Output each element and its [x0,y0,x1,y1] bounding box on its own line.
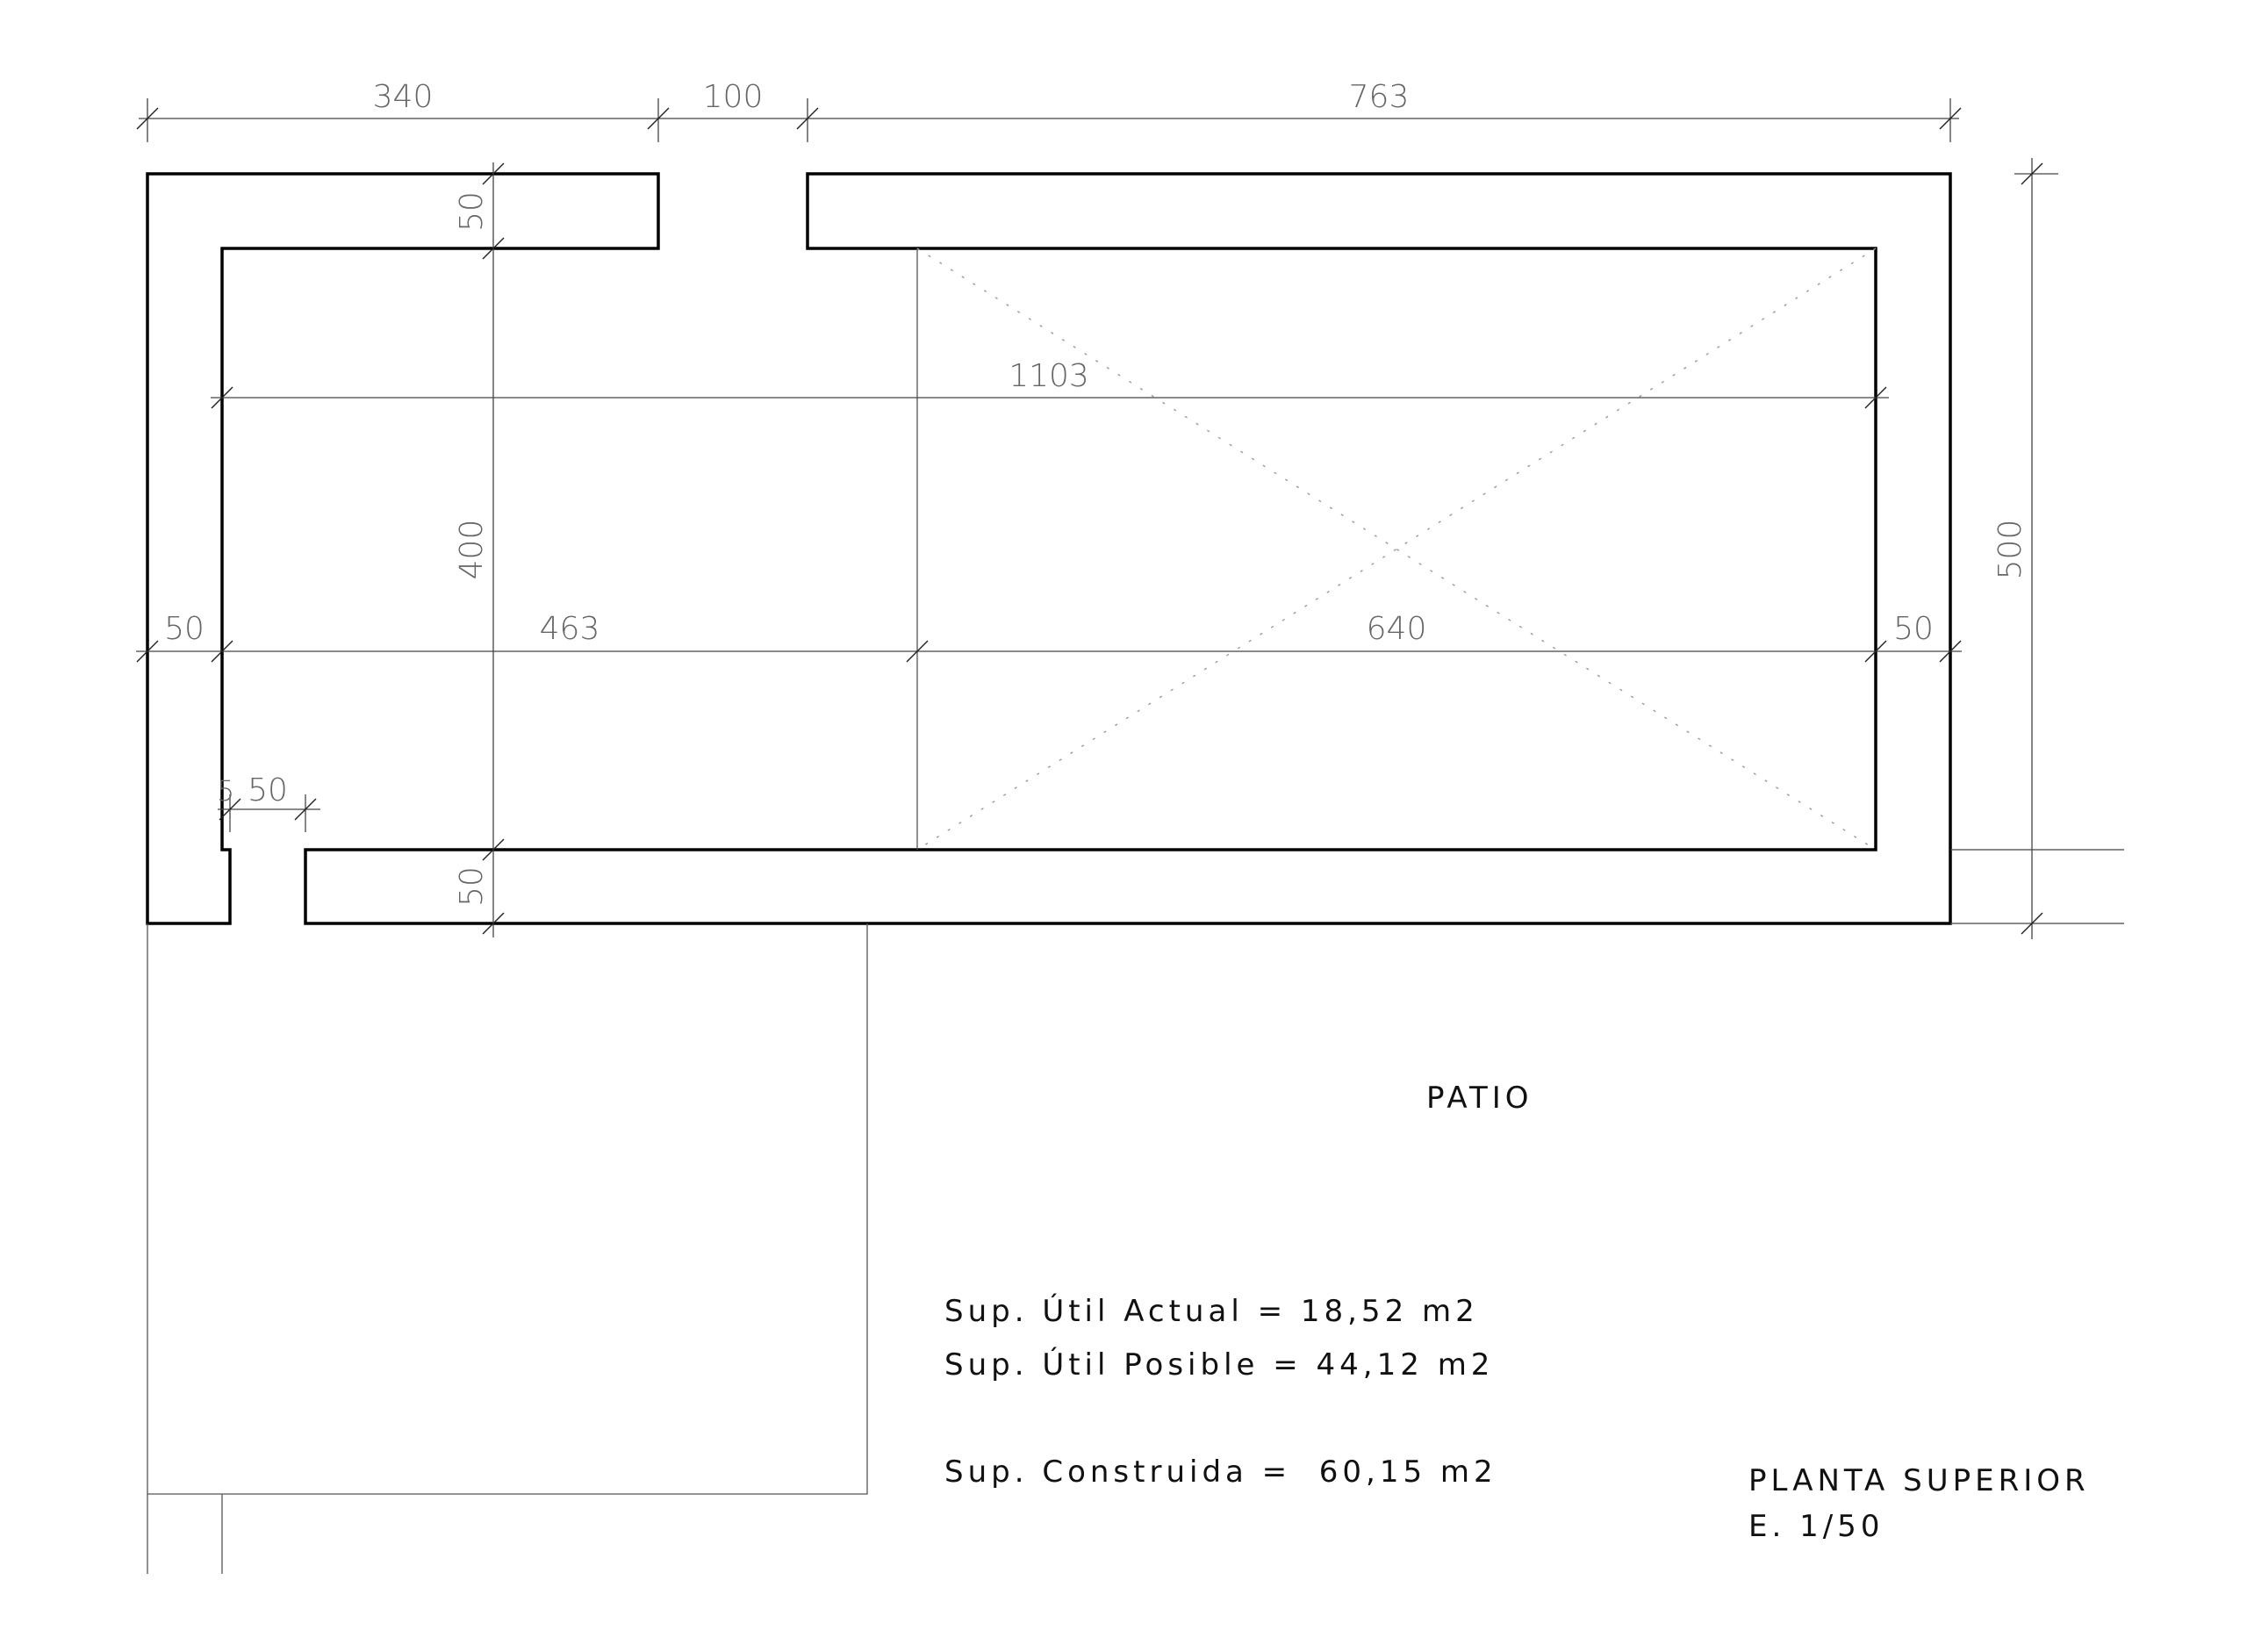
dim-top-door: 100 [703,79,764,115]
dim-interior-height: 400 [454,520,490,580]
patio-outline [147,923,868,1574]
dim-wall-left: 50 [164,611,205,647]
patio-label: PATIO [1426,1081,1533,1116]
wall-right-bottom [304,172,1952,925]
dim-wall-top: 50 [454,191,490,232]
annotations: PATIO Sup. Útil Actual = 18,52 m2 Sup. Ú… [944,1081,2090,1544]
dim-top-left: 340 [373,79,434,115]
walls [146,172,1952,925]
sup-util-actual: Sup. Útil Actual = 18,52 m2 [944,1293,1479,1329]
dim-top-right: 763 [1349,79,1410,115]
dim-zone-left: 463 [540,611,600,647]
wall-top-left [146,172,660,925]
dim-wall-bottom: 50 [454,866,490,907]
dim-interior-length: 1103 [1009,358,1089,394]
sup-util-posible: Sup. Útil Posible = 44,12 m2 [944,1347,1494,1383]
dim-zone-right: 640 [1367,611,1427,647]
plan-title: PLANTA SUPERIOR [1748,1463,2090,1498]
void-area [916,248,1877,851]
dim-overall-height: 500 [1992,520,2028,580]
dim-small-a: 5 [217,774,234,808]
dim-wall-right: 50 [1893,611,1934,647]
plan-scale: E. 1/50 [1748,1509,1884,1544]
dimension-labels: 340 100 763 50 400 50 500 1103 50 463 64… [164,79,2028,907]
sup-construida: Sup. Construida = 60,15 m2 [944,1454,1497,1490]
dimension-lines [136,98,2124,939]
dim-small-b: 50 [248,772,288,808]
